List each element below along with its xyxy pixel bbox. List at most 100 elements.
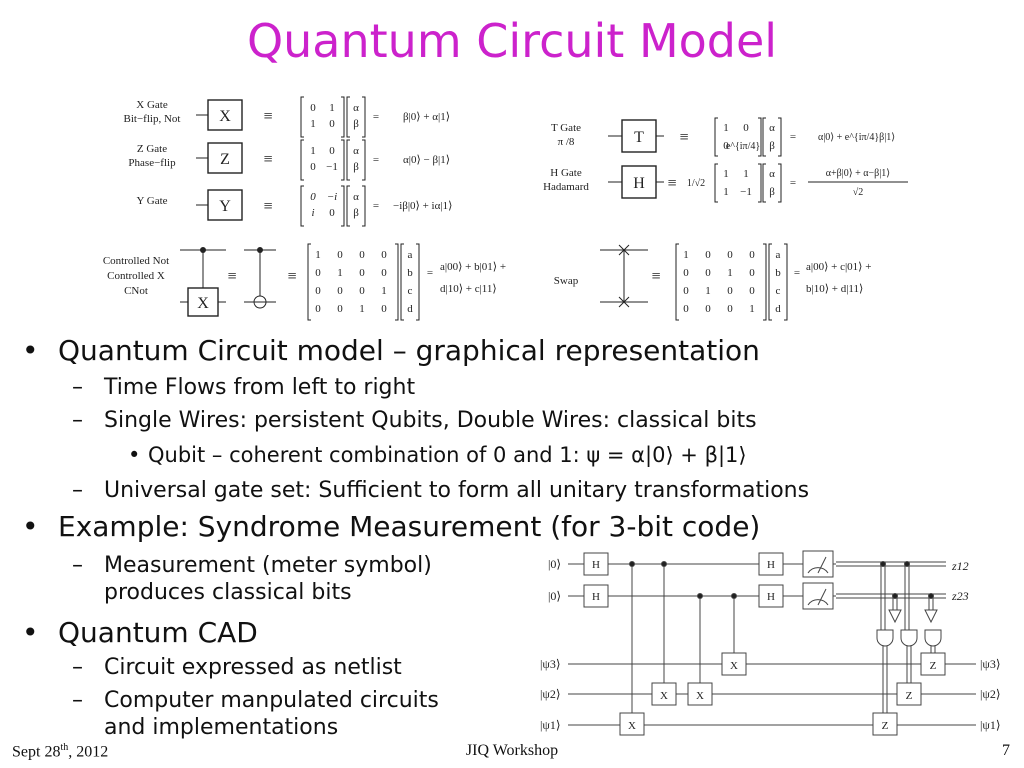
swap-matrix-cell: 0	[683, 285, 689, 297]
swap-vector-cell: b	[775, 267, 781, 279]
footer-event: JIQ Workshop	[465, 742, 559, 759]
swap-matrix-cell: 1	[683, 249, 689, 261]
cnot-matrix-cell: 0	[337, 303, 343, 315]
vector-cell: α	[353, 145, 359, 157]
x-gate-label: X	[660, 690, 668, 702]
cnot-eq: =	[427, 267, 433, 279]
x-gate-label: X	[730, 660, 738, 672]
syndrome-label: z23	[951, 589, 969, 603]
control-dot	[200, 247, 206, 253]
input-label: |ψ3⟩	[540, 657, 561, 671]
z-gate	[872, 712, 898, 736]
matrix-cell: 1	[310, 145, 316, 157]
t-gate-result: α|0⟩ + e^{iπ/4}β|1⟩	[818, 132, 895, 143]
matrix-cell: 0	[743, 122, 749, 134]
matrix-cell: 1	[329, 102, 335, 114]
t-gate-name: T Gate	[551, 122, 581, 134]
z-gate-box	[207, 142, 243, 174]
vector-cell: β	[353, 118, 359, 130]
vector-cell: α	[769, 168, 775, 180]
matrix-cell: i	[311, 207, 314, 219]
swap-matrix-cell: 0	[727, 285, 733, 297]
x-gate-box	[207, 99, 243, 131]
cnot-matrix-cell: 0	[337, 249, 343, 261]
cnot-matrix-cell: 0	[315, 267, 321, 279]
cnot-matrix-cell: 0	[381, 267, 387, 279]
h-gate-name: H Gate	[550, 167, 582, 179]
footer-date-main: Sept 28	[12, 743, 61, 761]
vector-cell: α	[769, 122, 775, 134]
swap-vector-cell: a	[776, 249, 781, 261]
swap-matrix-cell: 0	[705, 303, 711, 315]
matrix-cell: −1	[326, 161, 338, 173]
swap-matrix-cell: 0	[749, 249, 755, 261]
z-gate-label: Z	[882, 720, 889, 732]
matrix-cell: 1	[743, 168, 749, 180]
h-gate-alias: Hadamard	[543, 181, 589, 193]
h-gate-label: H	[592, 559, 600, 571]
meter-icon	[807, 556, 829, 574]
z-gate-equiv: ≡	[263, 151, 272, 168]
h-gate-label: H	[767, 559, 775, 571]
control-dot	[629, 561, 635, 567]
slide-title: Quantum Circuit Model	[246, 14, 778, 68]
x-gate	[619, 712, 645, 736]
and-gate-icon	[900, 629, 918, 647]
not-gate-icon	[924, 609, 938, 624]
y-gate-name: Y Gate	[136, 195, 167, 207]
x-gate-label: X	[696, 690, 704, 702]
control-dot	[697, 593, 703, 599]
y-gate-symbol: Y	[219, 198, 231, 215]
input-label: |ψ2⟩	[540, 687, 561, 701]
footer-date-sup: th	[60, 742, 69, 753]
h-gate-label: H	[767, 591, 775, 603]
matrix-cell: 1	[723, 186, 729, 198]
control-dot	[661, 561, 667, 567]
z-gate-label: Z	[930, 660, 937, 672]
z-gate-symbol: Z	[220, 151, 230, 168]
vector-cell: β	[769, 186, 775, 198]
swap-matrix-cell: 0	[749, 267, 755, 279]
output-label: |ψ1⟩	[980, 718, 1001, 732]
matrix-cell: 0	[310, 102, 316, 114]
output-label: |ψ3⟩	[980, 657, 1001, 671]
cnot-matrix-cell: 0	[359, 267, 365, 279]
output-label: |ψ2⟩	[980, 687, 1001, 701]
h-gate	[583, 584, 609, 608]
t-gate-eq: =	[790, 131, 796, 143]
cnot-result: d|10⟩ + c|11⟩	[440, 283, 497, 295]
matrix-cell: 0	[310, 161, 316, 173]
swap-matrix-cell: 0	[749, 285, 755, 297]
vector-cell: α	[353, 102, 359, 114]
cnot-name: CNot	[124, 285, 148, 297]
swap-matrix-cell: 1	[727, 267, 733, 279]
cnot-matrix-cell: 1	[337, 267, 343, 279]
cnot-matrix-cell: 0	[315, 303, 321, 315]
x-gate-result: β|0⟩ + α|1⟩	[403, 111, 450, 123]
cnot-matrix-cell: 0	[315, 285, 321, 297]
h-gate-result-num: α+β|0⟩ + α−β|1⟩	[826, 168, 890, 179]
control-dot	[731, 593, 737, 599]
z-gate-name: Z Gate	[137, 143, 167, 155]
h-gate-symbol: H	[633, 175, 645, 192]
h-gate-equiv: ≡	[667, 175, 676, 192]
y-gate-result: −iβ|0⟩ + iα|1⟩	[393, 200, 452, 212]
cnot-matrix-cell: 0	[381, 249, 387, 261]
meter-icon	[802, 550, 834, 578]
t-gate-equiv: ≡	[679, 129, 688, 146]
y-gate-eq: =	[373, 200, 379, 212]
control-dot	[257, 247, 263, 253]
cnot-vector-cell: a	[408, 249, 413, 261]
matrix-cell: 0	[329, 145, 335, 157]
cnot-result: a|00⟩ + b|01⟩ +	[440, 261, 506, 273]
swap-matrix-cell: 0	[727, 249, 733, 261]
x-gate-alias: Bit−flip, Not	[124, 113, 181, 125]
input-label: |ψ1⟩	[540, 718, 561, 732]
h-gate-prefactor: 1/√2	[687, 178, 705, 189]
z-gate-label: Z	[906, 690, 913, 702]
z-gate	[896, 682, 922, 706]
